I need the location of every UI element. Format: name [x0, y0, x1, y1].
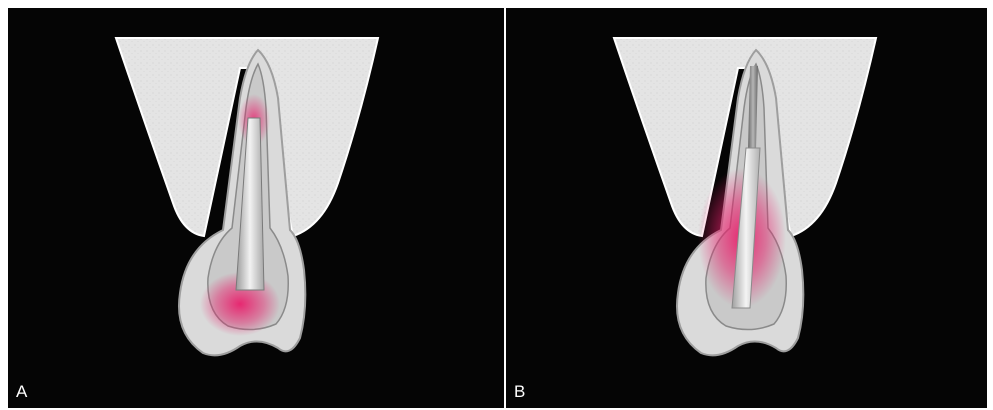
- tooth-diagram-b: [506, 8, 987, 408]
- panel-b: B: [506, 8, 987, 408]
- tooth-diagram-a: [8, 8, 504, 408]
- panel-label-b: B: [514, 382, 525, 402]
- panel-a: A: [8, 8, 504, 408]
- panel-label-a: A: [16, 382, 27, 402]
